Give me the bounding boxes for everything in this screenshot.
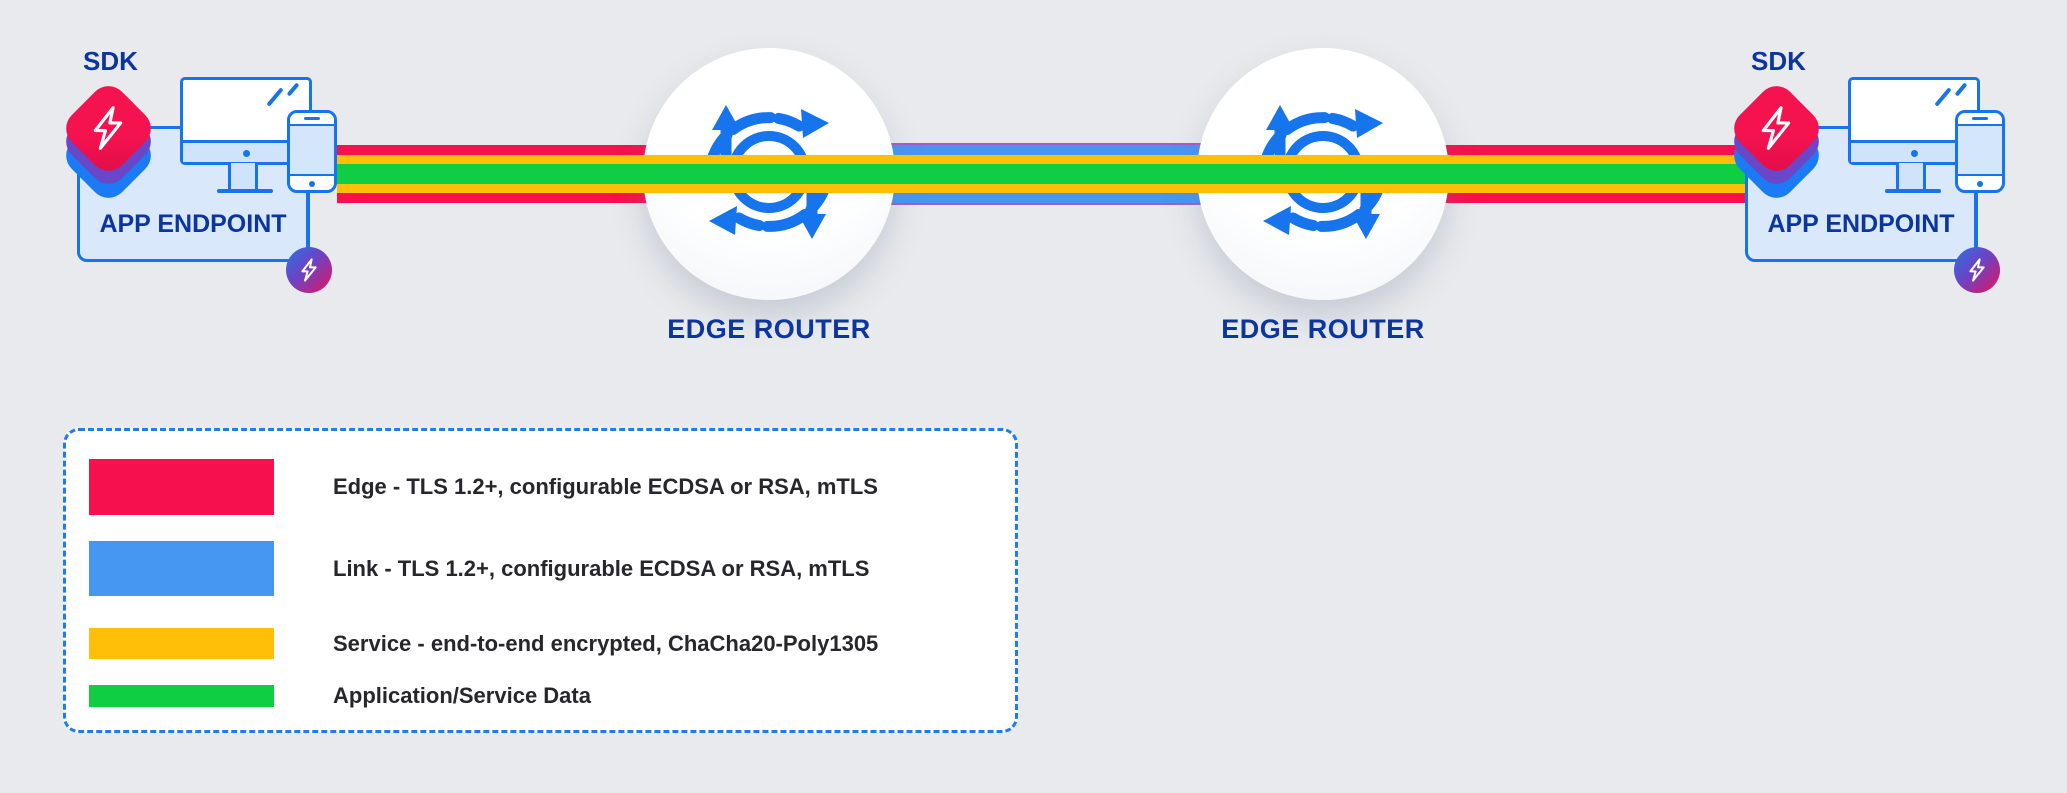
connector-line xyxy=(307,190,310,250)
phone-home-dot xyxy=(1977,180,1983,187)
app-endpoint-left: SDK APP ENDPOINT xyxy=(57,46,347,320)
edge-router-right-label: EDGE ROUTER xyxy=(1221,314,1425,344)
ziti-bolt-icon xyxy=(301,258,317,282)
legend-swatch-service xyxy=(89,628,274,659)
edge-router-left-label: EDGE ROUTER xyxy=(667,314,871,344)
app-endpoint-label: APP ENDPOINT xyxy=(1767,210,1955,238)
ziti-bolt-icon xyxy=(1761,106,1791,150)
legend-row-edge: Edge - TLS 1.2+, configurable ECDSA or R… xyxy=(89,459,989,515)
monitor-base xyxy=(1885,189,1941,193)
app-endpoint-label: APP ENDPOINT xyxy=(99,210,287,238)
edge-stripe-bottom-left xyxy=(337,193,769,203)
link-stripe-top xyxy=(769,145,1323,155)
legend-swatch-edge xyxy=(89,459,274,515)
legend-box: Edge - TLS 1.2+, configurable ECDSA or R… xyxy=(63,428,1018,733)
sdk-stack-icon xyxy=(1725,77,1827,206)
legend-row-data: Application/Service Data xyxy=(89,683,989,708)
monitor-bezel xyxy=(183,140,309,162)
legend-label-edge: Edge - TLS 1.2+, configurable ECDSA or R… xyxy=(333,474,878,499)
edge-stripe-top-right xyxy=(1323,145,1747,155)
phone-screen xyxy=(290,124,334,176)
monitor-bezel xyxy=(1851,140,1977,162)
phone-screen xyxy=(1958,124,2002,176)
sdk-label: SDK xyxy=(1751,46,1806,76)
edge-stripe-bottom-right xyxy=(1323,193,1747,203)
ziti-bolt-icon xyxy=(1969,258,1985,282)
service-stripe-top xyxy=(337,155,1747,164)
ziti-badge-icon xyxy=(286,247,332,293)
phone-speaker xyxy=(1972,117,1988,120)
data-stripe xyxy=(337,164,1747,184)
monitor-stand xyxy=(1896,163,1926,190)
phone-speaker xyxy=(304,117,320,120)
ziti-badge-icon xyxy=(1954,247,2000,293)
legend-row-service: Service - end-to-end encrypted, ChaCha20… xyxy=(89,628,989,659)
sdk-label: SDK xyxy=(83,46,138,76)
app-endpoint-right: SDK APP ENDPOINT xyxy=(1725,46,2015,320)
service-stripe-bottom xyxy=(337,184,1747,193)
monitor-camera-dot xyxy=(242,150,250,157)
legend-row-link: Link - TLS 1.2+, configurable ECDSA or R… xyxy=(89,541,989,596)
ziti-bolt-icon xyxy=(93,106,123,150)
legend-label-data: Application/Service Data xyxy=(333,683,591,708)
link-stripe-bottom xyxy=(769,193,1323,203)
legend-swatch-data xyxy=(89,685,274,707)
monitor-base xyxy=(217,189,273,193)
connector-line xyxy=(1975,190,1978,250)
legend-swatch-link xyxy=(89,541,274,596)
phone-icon xyxy=(1955,110,2005,193)
legend-label-link: Link - TLS 1.2+, configurable ECDSA or R… xyxy=(333,555,870,581)
monitor-camera-dot xyxy=(1910,150,1918,157)
phone-home-dot xyxy=(309,180,315,187)
sdk-stack-icon xyxy=(57,77,159,206)
legend-label-service: Service - end-to-end encrypted, ChaCha20… xyxy=(333,630,879,656)
phone-icon xyxy=(287,110,337,193)
edge-stripe-top-left xyxy=(337,145,769,155)
monitor-stand xyxy=(228,163,258,190)
